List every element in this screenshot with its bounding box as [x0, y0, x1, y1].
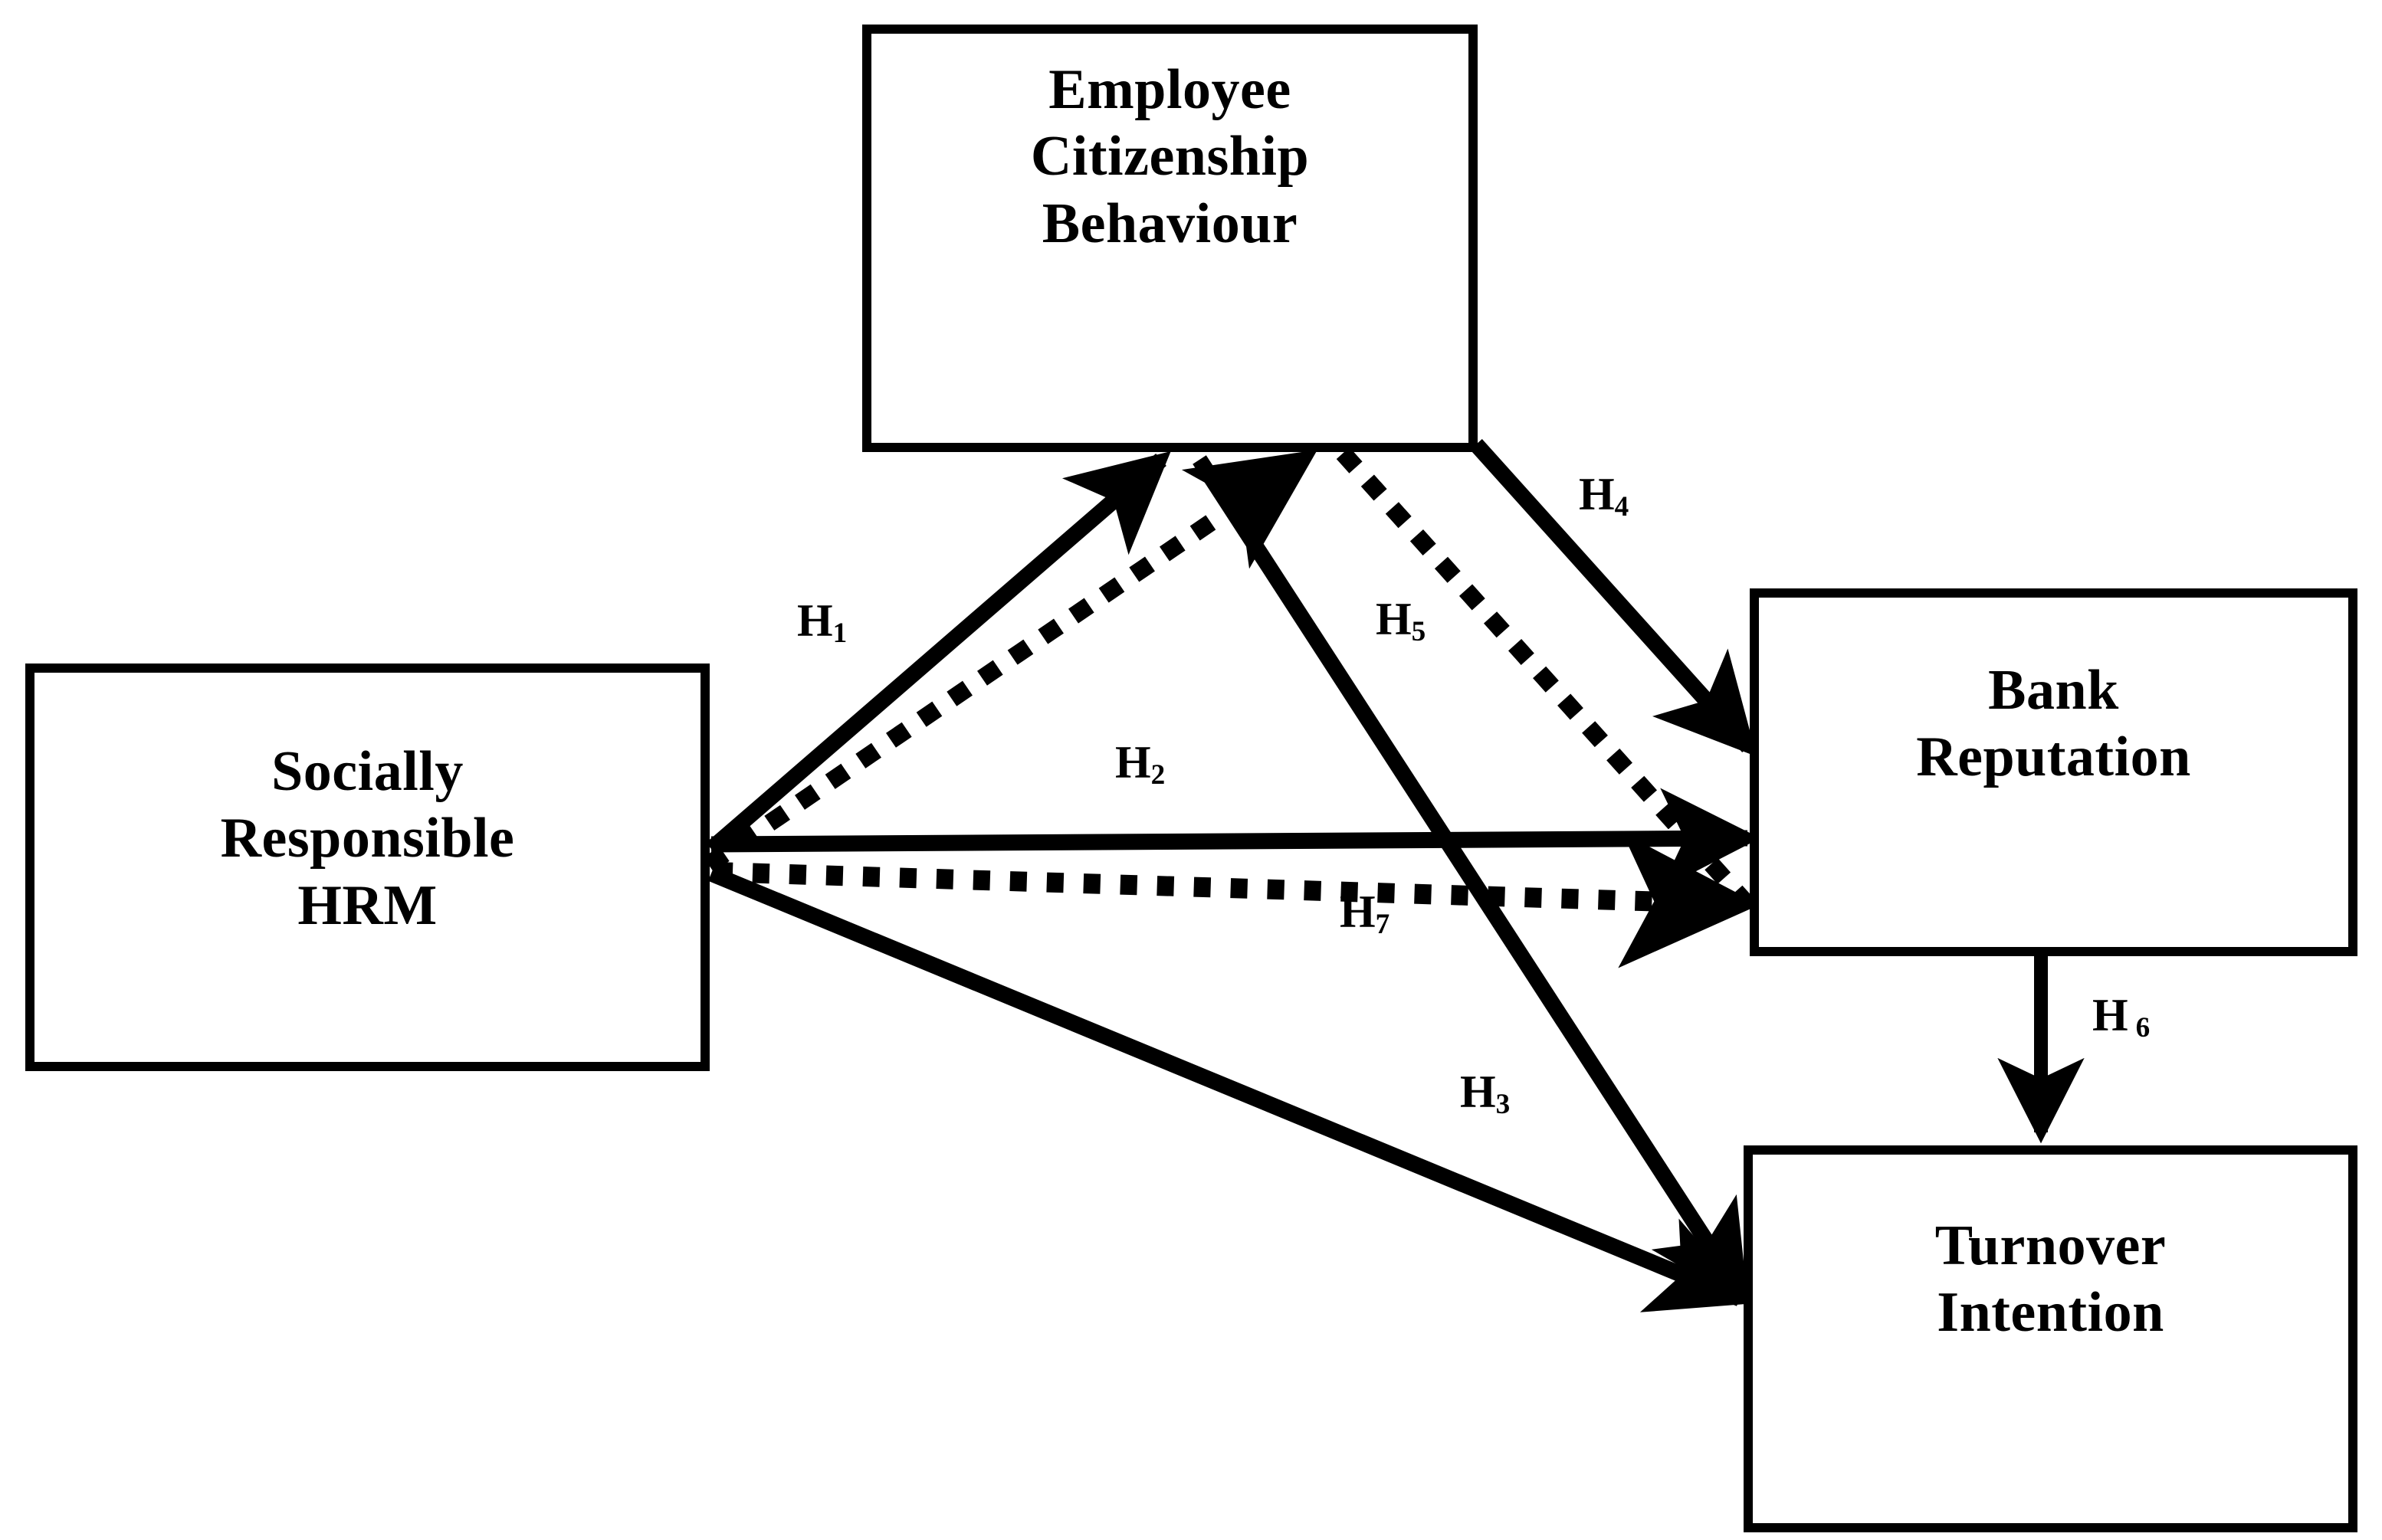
connector-h2 [710, 788, 1760, 890]
h6-base: H [2092, 990, 2128, 1040]
connector-h5-in [704, 447, 1318, 872]
hypothesis-label-h2: H2 [1115, 737, 1165, 789]
connector-h1 [706, 451, 1171, 855]
h2-subscript: 2 [1150, 759, 1166, 791]
h1-subscript: 1 [832, 618, 848, 650]
node-turnover-label: Turnover Intention [1934, 1214, 2167, 1345]
h3-subscript: 3 [1495, 1089, 1511, 1121]
connector-ecb-turnover [1193, 455, 1749, 1306]
h5-base: H [1376, 594, 1412, 644]
node-employee-citizenship-behaviour[interactable]: Employee Citizenship Behaviour [862, 25, 1478, 452]
h6-subscript: 6 [2135, 1012, 2151, 1044]
node-socially-responsible-hrm[interactable]: Socially Responsible HRM [25, 664, 710, 1071]
h3-base: H [1460, 1067, 1496, 1117]
node-turnover-intention[interactable]: Turnover Intention [1744, 1145, 2357, 1532]
connector-h5-out [1336, 447, 1759, 916]
h4-base: H [1579, 469, 1615, 519]
h1-base: H [797, 595, 833, 646]
hypothesis-label-h7: H7 [1340, 886, 1390, 939]
node-srhrm-label: Socially Responsible HRM [220, 740, 515, 937]
hypothesis-label-h5: H5 [1376, 594, 1426, 646]
connector-h3 [707, 866, 1752, 1312]
connector-h7 [715, 832, 1760, 968]
h5-subscript: 5 [1411, 616, 1426, 648]
h4-subscript: 4 [1614, 491, 1629, 523]
h7-subscript: 7 [1375, 909, 1390, 941]
hypothesis-label-h4: H4 [1579, 469, 1629, 521]
hypothesis-label-h1: H1 [797, 595, 847, 647]
node-bankrep-label: Bank Reputation [1916, 659, 2191, 789]
node-bank-reputation[interactable]: Bank Reputation [1750, 588, 2357, 956]
node-ecb-label: Employee Citizenship Behaviour [1030, 58, 1310, 255]
h2-base: H [1115, 737, 1151, 788]
hypothesis-label-h3: H3 [1460, 1067, 1510, 1119]
h7-base: H [1340, 886, 1376, 937]
